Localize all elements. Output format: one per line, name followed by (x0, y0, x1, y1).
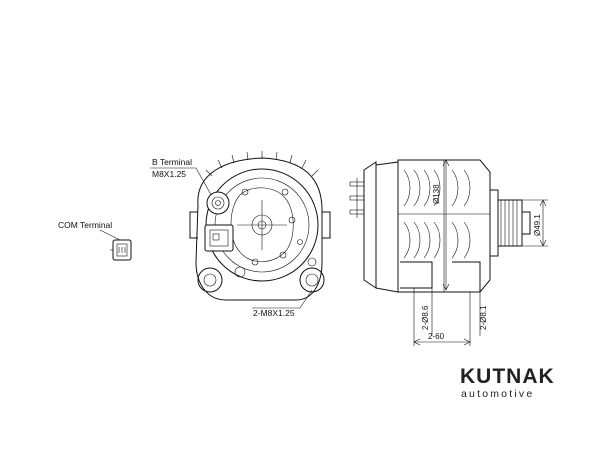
dimension-w60-label: 2-60 (428, 332, 445, 341)
com-terminal-leader (99, 229, 121, 241)
dimension-w60 (413, 338, 471, 346)
com-terminal-connector (110, 239, 132, 261)
dimension-d49-1 (522, 199, 548, 247)
kutnak-logo: KUTNAK automotive (460, 365, 580, 401)
brand-tagline: automotive (461, 388, 535, 400)
dimension-d8-1 (469, 292, 481, 346)
dimension-d8-6 (413, 270, 433, 346)
b-terminal-leader (150, 167, 215, 201)
mount-thread-leader (252, 289, 313, 309)
b-terminal-label: B Terminal (152, 157, 192, 167)
dimension-d8-6-label: 2-Ø8.6 (421, 305, 430, 330)
com-terminal-label: COM Terminal (58, 220, 112, 230)
dimension-d138 (442, 159, 450, 291)
alternator-side-view (349, 159, 531, 293)
alternator-front-view (189, 151, 331, 301)
mount-thread-label: 2-M8X1.25 (253, 308, 295, 318)
dimension-d49-1-label: Ø49.1 (533, 214, 542, 236)
dimension-d8-1-label: 2-Ø8.1 (479, 305, 488, 330)
b-terminal-thread-label: M8X1.25 (152, 169, 186, 179)
dimension-d138-label: Ø138 (432, 184, 441, 204)
brand-name: KUTNAK (460, 365, 555, 388)
